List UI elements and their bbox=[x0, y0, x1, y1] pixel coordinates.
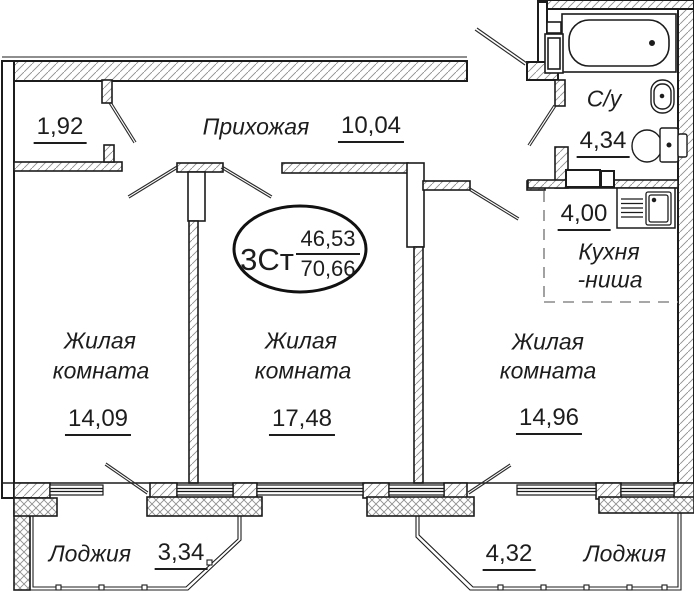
loggia1-door-swing bbox=[104, 462, 149, 495]
kitchen-name-line1: Кухня bbox=[578, 238, 640, 265]
bathtub-icon bbox=[561, 13, 677, 73]
kitchen-niche-boundary bbox=[543, 191, 678, 303]
loggia2-door-swing bbox=[467, 463, 512, 495]
bathroom-door-swing bbox=[527, 104, 557, 147]
window bbox=[620, 484, 675, 496]
room2-area-label: 17,48 bbox=[268, 405, 336, 436]
room2-name-line1: Жилая bbox=[265, 327, 337, 354]
unit-lower-area: 70,66 bbox=[300, 256, 356, 281]
room1-area-label: 14,09 bbox=[64, 405, 132, 436]
unit-area-fraction: 46,53 70,66 bbox=[296, 226, 360, 282]
room1-name-line1: Жилая bbox=[64, 327, 136, 354]
toilet-icon bbox=[631, 127, 688, 163]
window bbox=[388, 484, 445, 496]
loggia1-area-label: 3,34 bbox=[154, 539, 208, 570]
loggia2-area-label: 4,32 bbox=[482, 540, 536, 571]
bathroom-fixtures bbox=[544, 13, 688, 163]
window bbox=[256, 484, 364, 496]
kitchen-area-label: 4,00 bbox=[557, 200, 611, 231]
bathroom-area-label: 4,34 bbox=[576, 127, 630, 158]
unit-area-oval bbox=[232, 204, 368, 294]
loggia-glazing bbox=[29, 513, 682, 591]
room1-name-line2: комната bbox=[52, 357, 150, 384]
kitchen-sink-icon bbox=[645, 191, 672, 226]
closet-area-value: 1,92 bbox=[33, 113, 87, 144]
room3-door-swing bbox=[468, 187, 520, 221]
kitchen-name-line2: -ниша bbox=[577, 266, 643, 293]
room2-name-line2: комната bbox=[254, 357, 352, 384]
closet-area-label: 1,92 bbox=[33, 113, 87, 144]
closet-door-swing bbox=[108, 101, 137, 144]
kitchen-fixtures bbox=[565, 169, 676, 229]
window bbox=[516, 484, 597, 496]
unit-type-label: 3Ст bbox=[240, 242, 294, 277]
sink-icon bbox=[650, 79, 675, 114]
room3-name-line1: Жилая bbox=[512, 328, 584, 355]
unit-upper-area: 46,53 bbox=[296, 226, 360, 255]
loggia1-name-label: Лоджия bbox=[48, 540, 132, 567]
kitchen-cabinet-icon bbox=[565, 169, 615, 188]
room3-area-label: 14,96 bbox=[515, 404, 583, 435]
room2-door-swing bbox=[220, 165, 273, 199]
bathroom-name-label: С/у bbox=[586, 85, 622, 112]
door-swings bbox=[104, 27, 557, 495]
kitchen-counter-icon bbox=[616, 187, 676, 229]
window bbox=[49, 484, 104, 496]
window bbox=[176, 484, 234, 496]
room3-name-line2: комната bbox=[499, 357, 597, 384]
loggia2-name-label: Лоджия bbox=[583, 540, 667, 567]
stove-icon bbox=[621, 198, 643, 218]
hallway-name-label: Прихожая bbox=[202, 113, 310, 140]
loggia-walls bbox=[13, 496, 694, 591]
exterior-walls bbox=[1, 0, 694, 499]
hallway-area-label: 10,04 bbox=[337, 112, 405, 143]
windows bbox=[49, 484, 675, 496]
room1-door-swing bbox=[127, 165, 179, 199]
entrance-door-swing bbox=[474, 27, 528, 66]
washing-machine-icon bbox=[544, 21, 564, 74]
